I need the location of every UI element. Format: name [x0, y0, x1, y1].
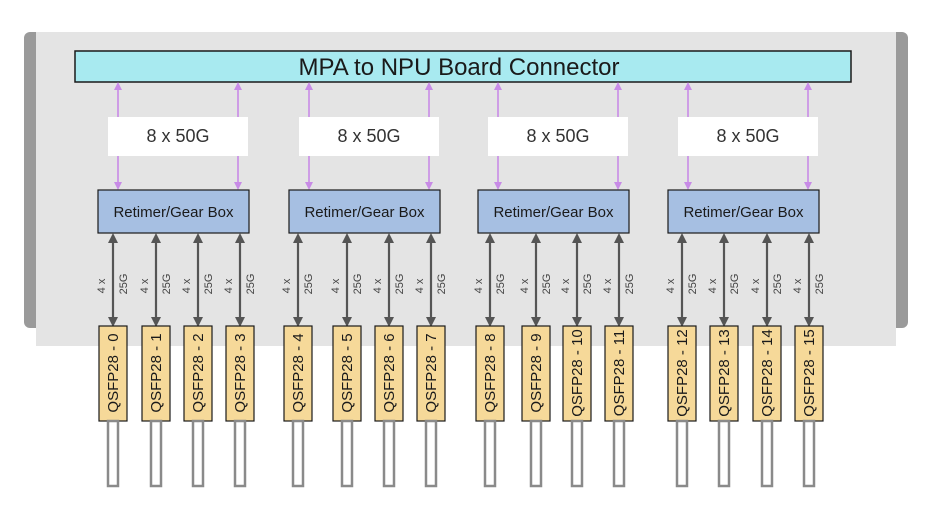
bandwidth-box [488, 117, 628, 156]
bandwidth-label: 8 x 50G [526, 126, 589, 146]
retimer-label: Retimer/Gear Box [113, 204, 234, 221]
fiber-cable [802, 419, 816, 488]
qsfp-port [374, 325, 404, 422]
lane-speed-label: 25G [118, 274, 130, 295]
qsfp-port-label: QSFP28 - 10 [569, 329, 586, 417]
bandwidth-label: 8 x 50G [337, 126, 400, 146]
retimer-label: Retimer/Gear Box [683, 204, 804, 221]
retimer-box [97, 189, 250, 234]
lane-count-label: 4 x [750, 278, 762, 293]
bandwidth-box [108, 117, 248, 156]
lane-speed-label: 25G [245, 274, 257, 295]
fiber-cable [612, 419, 626, 488]
qsfp-port-label: QSFP28 - 3 [232, 333, 249, 412]
fiber-cable [483, 419, 497, 488]
lane-speed-label: 25G [624, 274, 636, 295]
retimer-label: Retimer/Gear Box [304, 204, 425, 221]
groups-layer: 8 x 50G Retimer/Gear Box 4 x 25G QSFP28 - 0 4… [96, 82, 826, 488]
lane-speed-label: 25G [495, 274, 507, 295]
fiber-cable [760, 419, 774, 488]
group-3: 8 x 50G Retimer/Gear Box 4 x 25G QSFP28 - 12… [665, 82, 826, 488]
qsfp-port [709, 325, 739, 422]
qsfp-port-label: QSFP28 - 4 [290, 333, 307, 412]
qsfp-port-label: QSFP28 - 7 [423, 333, 440, 412]
qsfp-port [794, 325, 824, 422]
lane-count-label: 4 x [519, 278, 531, 293]
lane-count-label: 4 x [560, 278, 572, 293]
lane-speed-label: 25G [303, 274, 315, 295]
lane-count-label: 4 x [792, 278, 804, 293]
qsfp-port [225, 325, 255, 422]
fiber-cable [675, 419, 689, 488]
lane-count-label: 4 x [473, 278, 485, 293]
qsfp-port-label: QSFP28 - 15 [801, 329, 818, 417]
lane-count-label: 4 x [602, 278, 614, 293]
board-connector [74, 50, 852, 83]
lane-speed-label: 25G [772, 274, 784, 295]
qsfp-port-label: QSFP28 - 9 [528, 333, 545, 412]
fiber-cable [382, 419, 396, 488]
qsfp-port [141, 325, 171, 422]
group-1: 8 x 50G Retimer/Gear Box 4 x 25G QSFP28 - 4 4… [281, 82, 448, 488]
qsfp-port-label: QSFP28 - 8 [482, 333, 499, 412]
lane-speed-label: 25G [203, 274, 215, 295]
lane-count-label: 4 x [223, 278, 235, 293]
fiber-cable [529, 419, 543, 488]
lane-speed-label: 25G [687, 274, 699, 295]
retimer-box [288, 189, 441, 234]
lane-speed-label: 25G [161, 274, 173, 295]
qsfp-port [752, 325, 782, 422]
group-0: 8 x 50G Retimer/Gear Box 4 x 25G QSFP28 - 0 4… [96, 82, 257, 488]
fiber-cable [106, 419, 120, 488]
qsfp-port [283, 325, 313, 422]
qsfp-port-label: QSFP28 - 12 [674, 329, 691, 417]
bandwidth-box [678, 117, 818, 156]
qsfp-port-label: QSFP28 - 14 [759, 329, 776, 417]
qsfp-port [183, 325, 213, 422]
lane-count-label: 4 x [281, 278, 293, 293]
fiber-cable [291, 419, 305, 488]
lane-count-label: 4 x [181, 278, 193, 293]
lane-speed-label: 25G [541, 274, 553, 295]
lane-count-label: 4 x [96, 278, 108, 293]
qsfp-port-label: QSFP28 - 5 [339, 333, 356, 412]
fiber-cable [424, 419, 438, 488]
bandwidth-label: 8 x 50G [146, 126, 209, 146]
retimer-box [667, 189, 820, 234]
qsfp-port-label: QSFP28 - 2 [190, 333, 207, 412]
group-2: 8 x 50G Retimer/Gear Box 4 x 25G QSFP28 - 8 4… [473, 82, 636, 488]
lane-count-label: 4 x [414, 278, 426, 293]
lane-speed-label: 25G [352, 274, 364, 295]
bandwidth-label: 8 x 50G [716, 126, 779, 146]
qsfp-port-label: QSFP28 - 11 [611, 330, 628, 416]
fiber-cable [233, 419, 247, 488]
lane-speed-label: 25G [814, 274, 826, 295]
qsfp-port-label: QSFP28 - 0 [105, 333, 122, 412]
lane-count-label: 4 x [372, 278, 384, 293]
fiber-cable [570, 419, 584, 488]
lane-count-label: 4 x [139, 278, 151, 293]
retimer-label: Retimer/Gear Box [493, 204, 614, 221]
qsfp-port [521, 325, 551, 422]
fiber-cable [717, 419, 731, 488]
qsfp-port-label: QSFP28 - 6 [381, 333, 398, 412]
lane-speed-label: 25G [582, 274, 594, 295]
lane-count-label: 4 x [707, 278, 719, 293]
lane-speed-label: 25G [436, 274, 448, 295]
lane-speed-label: 25G [394, 274, 406, 295]
qsfp-port [667, 325, 697, 422]
lane-count-label: 4 x [665, 278, 677, 293]
board [36, 32, 896, 346]
retimer-box [477, 189, 630, 234]
qsfp-port-label: QSFP28 - 13 [716, 329, 733, 417]
fiber-cable [191, 419, 205, 488]
bandwidth-box [299, 117, 439, 156]
fiber-cable [149, 419, 163, 488]
lane-speed-label: 25G [729, 274, 741, 295]
fiber-cable [340, 419, 354, 488]
board-connector-label: MPA to NPU Board Connector [298, 54, 619, 81]
lane-count-label: 4 x [330, 278, 342, 293]
qsfp-port-label: QSFP28 - 1 [148, 333, 165, 412]
